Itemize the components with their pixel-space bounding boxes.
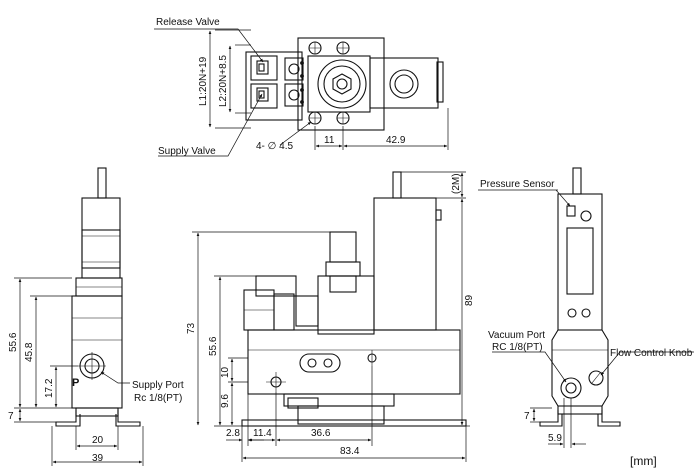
dim-right-5-9: 5.9: [548, 433, 562, 444]
dim-front-36-6: 36.6: [311, 428, 331, 439]
supply-port-label: Supply Port: [132, 380, 184, 391]
dim-front-55-6: 55.6: [208, 336, 219, 356]
front-view: [192, 171, 470, 462]
dim-front-11-4: 11.4: [253, 428, 272, 439]
dim-front-89: 89: [464, 294, 475, 306]
flow-control-knob-label: Flow Control Knob: [610, 348, 693, 359]
vacuum-port-label: Vacuum Port: [488, 330, 545, 341]
dim-top-l2: L2:20N+8.5: [218, 55, 229, 107]
port-letter-p: P: [72, 377, 79, 389]
dim-front-10: 10: [220, 366, 231, 378]
dim-left-17-2: 17.2: [44, 378, 55, 398]
unit-label: [mm]: [630, 454, 657, 468]
dim-right-7: 7: [524, 411, 530, 422]
dim-front-2-8: 2.8: [226, 428, 240, 439]
dim-front-2max: (2M): [451, 173, 462, 194]
release-valve-label: Release Valve: [156, 17, 220, 28]
dim-left-39: 39: [92, 453, 104, 464]
dim-top-11: 11: [324, 135, 335, 146]
right-side-view: [478, 167, 694, 448]
supply-valve-label: Supply Valve: [158, 146, 216, 157]
vacuum-port-thread: RC 1/8(PT): [492, 342, 543, 353]
dim-front-9-6: 9.6: [220, 394, 231, 408]
dim-front-73: 73: [186, 322, 197, 334]
top-view: [154, 28, 449, 157]
dim-top-l1: L1:20N+19: [198, 56, 209, 106]
dim-left-20: 20: [92, 435, 104, 446]
supply-port-thread: Rc 1/8(PT): [134, 393, 182, 404]
dim-left-7: 7: [8, 411, 14, 422]
left-side-view: [14, 167, 144, 466]
dim-top-42-9: 42.9: [386, 135, 406, 146]
dim-front-83-4: 83.4: [340, 446, 360, 457]
dim-left-45-8: 45.8: [24, 342, 35, 362]
dim-top-hole: 4- ∅ 4.5: [256, 141, 293, 152]
pressure-sensor-label: Pressure Sensor: [480, 179, 555, 190]
dim-left-55-6: 55.6: [8, 332, 19, 352]
